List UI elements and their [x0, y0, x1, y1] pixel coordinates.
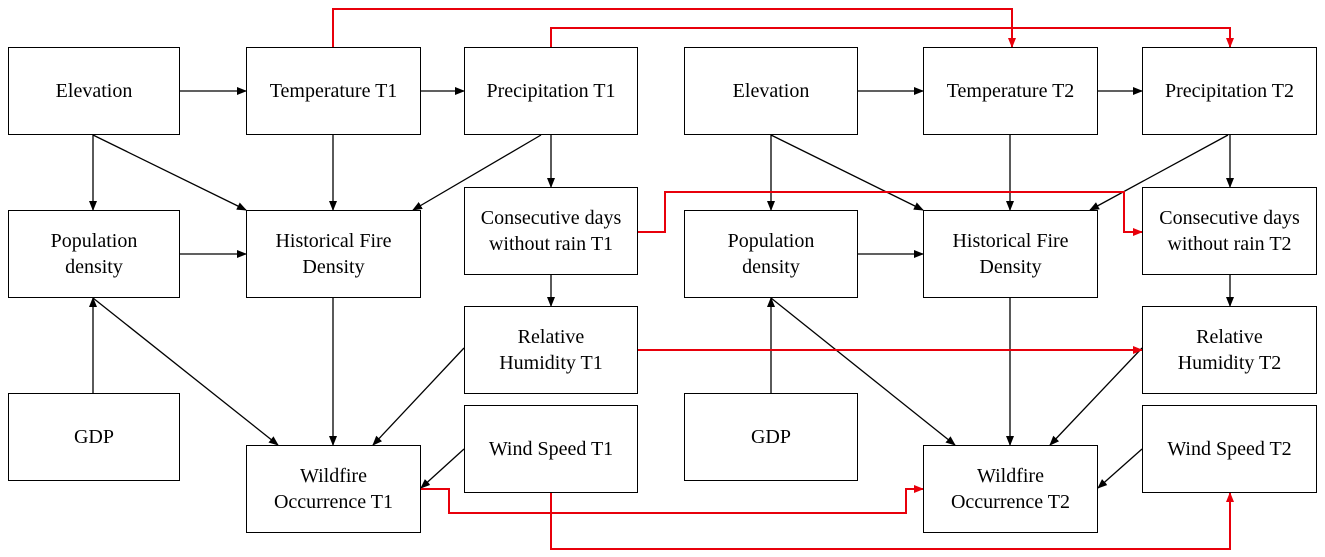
edge-humidity-t2-to-wildfire-t2: [1049, 347, 1143, 446]
node-population-density-t1: Population density: [8, 210, 180, 298]
node-wind-speed-t2: Wind Speed T2: [1142, 405, 1317, 493]
node-wind-speed-t1: Wind Speed T1: [464, 405, 638, 493]
edge-population-t1-to-wildfire-t1: [92, 297, 279, 446]
node-gdp-t2: GDP: [684, 393, 858, 481]
edge-consecutive-t1-to-consecutive-t2: [638, 191, 1143, 236]
edge-humidity-t1-to-wildfire-t1: [372, 347, 465, 446]
node-relative-humidity-t2: Relative Humidity T2: [1142, 306, 1317, 394]
node-temperature-t1: Temperature T1: [246, 47, 421, 135]
node-relative-humidity-t1: Relative Humidity T1: [464, 306, 638, 394]
edge-wind-t1-to-wildfire-t1: [420, 448, 465, 489]
node-consecutive-days-t1: Consecutive days without rain T1: [464, 187, 638, 275]
edge-wildfire-t1-to-wildfire-t2: [421, 485, 924, 514]
node-wildfire-occurrence-t1: Wildfire Occurrence T1: [246, 445, 421, 533]
node-gdp-t1: GDP: [8, 393, 180, 481]
node-precipitation-t2: Precipitation T2: [1142, 47, 1317, 135]
edge-elevation-t1-to-hist-fire-t1: [92, 134, 247, 211]
edge-precipitation-t1-to-precipitation-t2: [550, 27, 1234, 48]
node-wildfire-occurrence-t2: Wildfire Occurrence T2: [923, 445, 1098, 533]
node-consecutive-days-t2: Consecutive days without rain T2: [1142, 187, 1317, 275]
node-population-density-t2: Population density: [684, 210, 858, 298]
edge-precipitation-t2-to-hist-fire-t2: [1089, 134, 1229, 211]
edge-wind-t1-to-wind-t2: [550, 492, 1234, 550]
edge-wind-t2-to-wildfire-t2: [1097, 448, 1143, 489]
node-historical-fire-density-t2: Historical Fire Density: [923, 210, 1098, 298]
node-temperature-t2: Temperature T2: [923, 47, 1098, 135]
node-historical-fire-density-t1: Historical Fire Density: [246, 210, 421, 298]
edge-precipitation-t1-to-hist-fire-t1: [412, 134, 542, 211]
edge-population-t2-to-wildfire-t2: [770, 297, 956, 446]
node-elevation-t2: Elevation: [684, 47, 858, 135]
edge-elevation-t2-to-hist-fire-t2: [770, 134, 924, 211]
node-precipitation-t1: Precipitation T1: [464, 47, 638, 135]
node-elevation-t1: Elevation: [8, 47, 180, 135]
